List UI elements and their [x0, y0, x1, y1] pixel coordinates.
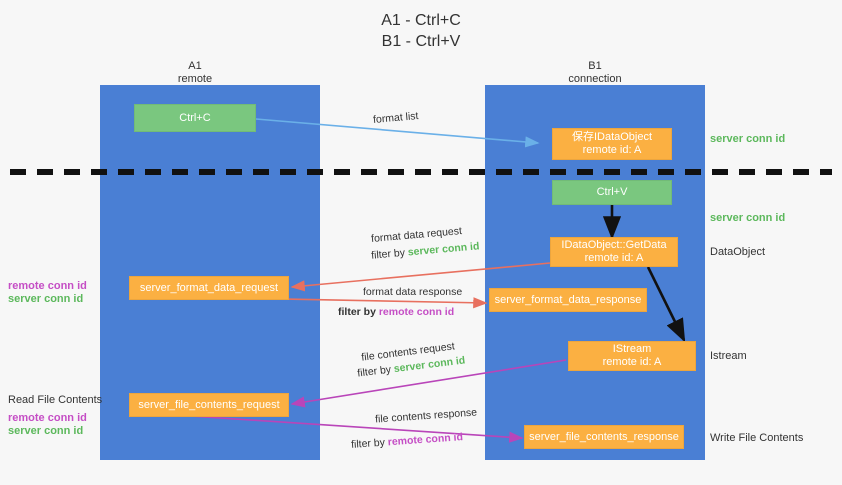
left-label-server-conn-id-2: server conn id	[8, 425, 84, 437]
box-ctrl-c-label: Ctrl+C	[179, 111, 211, 124]
box-idataobject-getdata-line2: remote id: A	[584, 252, 644, 264]
column-b1-sub: connection	[568, 73, 622, 85]
box-server-file-contents-request-label: server_file_contents_request	[138, 398, 280, 411]
box-save-idataobject-line1: 保存IDataObject	[571, 131, 653, 143]
left-label-server-conn-id-1: server conn id	[8, 293, 84, 305]
column-header-b1: B1 connection	[520, 60, 670, 86]
column-a1-sub: remote	[177, 73, 213, 85]
right-label-dataobject: DataObject	[710, 246, 766, 258]
right-label-server-conn-id-top: server conn id	[710, 133, 786, 145]
box-istream-line2: remote id: A	[602, 356, 662, 368]
box-idataobject-getdata[interactable]: IDataObject::GetData remote id: A	[550, 237, 678, 267]
box-server-file-contents-request[interactable]: server_file_contents_request	[129, 393, 289, 417]
box-save-idataobject-line2: remote id: A	[582, 144, 642, 156]
left-label-remote-conn-id-1: remote conn id	[8, 280, 87, 292]
edge-label-file-contents-response-filter: filter by remote conn id	[351, 430, 464, 452]
filter-prefix: filter by	[350, 436, 389, 451]
box-save-idataobject[interactable]: 保存IDataObject remote id: A	[552, 128, 672, 160]
filter-value-remote-conn-id: remote conn id	[378, 306, 455, 318]
column-header-a1: A1 remote	[120, 60, 270, 86]
box-server-format-data-request-label: server_format_data_request	[139, 281, 279, 294]
box-istream-line1: IStream	[612, 343, 652, 355]
right-label-write-file-contents: Write File Contents	[710, 432, 804, 444]
title-line-2: B1 - Ctrl+V	[381, 33, 461, 50]
filter-prefix: filter by	[370, 246, 409, 262]
box-server-format-data-response-label: server_format_data_response	[494, 293, 642, 306]
box-ctrl-v[interactable]: Ctrl+V	[552, 180, 672, 205]
edge-label-format-data-response-filter: filter by remote conn id	[338, 305, 454, 319]
box-server-file-contents-response-label: server_file_contents_response	[529, 430, 679, 443]
box-server-format-data-response[interactable]: server_format_data_response	[489, 288, 647, 312]
filter-value-server-conn-id: server conn id	[407, 240, 480, 259]
right-label-server-conn-id-second: server conn id	[710, 212, 786, 224]
edge-label-file-contents-response: file contents response	[374, 406, 478, 426]
filter-prefix: filter by	[356, 363, 395, 380]
column-a1-name: A1	[188, 60, 202, 72]
box-ctrl-v-label: Ctrl+V	[596, 186, 628, 198]
filter-value-remote-conn-id: remote conn id	[387, 431, 464, 449]
edge-label-format-list: format list	[372, 110, 419, 126]
edge-label-format-data-response: format data response	[363, 286, 463, 298]
page-title: A1 - Ctrl+C B1 - Ctrl+V	[0, 10, 842, 52]
title-line-1: A1 - Ctrl+C	[381, 12, 461, 29]
right-label-istream: Istream	[710, 350, 747, 362]
left-label-remote-conn-id-2: remote conn id	[8, 412, 87, 424]
box-server-file-contents-response[interactable]: server_file_contents_response	[524, 425, 684, 449]
box-ctrl-c[interactable]: Ctrl+C	[134, 104, 256, 132]
box-server-format-data-request[interactable]: server_format_data_request	[129, 276, 289, 300]
column-b1-name: B1	[588, 60, 602, 72]
left-label-read-file-contents: Read File Contents	[8, 394, 103, 406]
box-istream[interactable]: IStream remote id: A	[568, 341, 696, 371]
filter-prefix: filter by	[338, 306, 379, 318]
box-idataobject-getdata-line1: IDataObject::GetData	[561, 239, 667, 251]
